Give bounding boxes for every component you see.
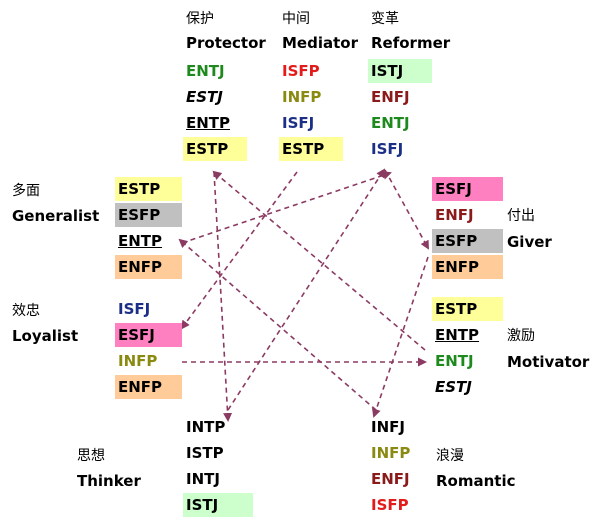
type-cell: ESFP — [115, 203, 182, 227]
thinker-en-label: Thinker — [77, 472, 141, 490]
type-cell: ENTJ — [435, 352, 474, 370]
type-cell: ISTJ — [368, 59, 432, 83]
type-cell: ISFJ — [118, 300, 151, 318]
giver-en-label: Giver — [507, 233, 552, 251]
type-cell: ESTJ — [435, 378, 472, 396]
type-cell: ESTJ — [186, 88, 223, 106]
romantic-zh-label: 浪漫 — [436, 448, 464, 464]
arrow-giver-to-romantic — [371, 256, 429, 418]
loyalist-zh-label: 效忠 — [12, 303, 40, 319]
protector-zh-label: 保护 — [186, 11, 214, 27]
arrow-thinker-to-reformer — [227, 168, 386, 411]
reformer-en-label: Reformer — [371, 34, 451, 52]
reformer-zh-label: 变革 — [371, 11, 399, 27]
type-cell: INFP — [118, 352, 158, 370]
type-cell: ESTP — [183, 137, 247, 161]
type-cell: ENFJ — [371, 88, 410, 106]
type-cell: ENTJ — [186, 62, 225, 80]
type-cell: ENTP — [435, 326, 480, 344]
type-cell: ESFP — [432, 229, 503, 253]
type-cell: ENFP — [115, 255, 182, 279]
type-cell: INTP — [186, 418, 226, 436]
arrow-generalist-to-reformer — [181, 170, 392, 244]
type-cell: INFP — [371, 444, 411, 462]
arrow-romantic-to-generalist — [178, 238, 377, 411]
arrow-reformer-to-giver — [384, 169, 429, 250]
type-cell: ISTJ — [183, 493, 253, 517]
type-cell: ESFJ — [115, 323, 182, 347]
type-cell: ENFP — [432, 255, 503, 279]
arrow-mediator-to-loyalist — [180, 171, 298, 330]
type-cell: ISTP — [186, 444, 224, 462]
thinker-zh-label: 思想 — [77, 448, 105, 464]
motivator-en-label: Motivator — [507, 353, 590, 371]
type-cell: ENTJ — [371, 114, 410, 132]
type-cell: ENTP — [118, 232, 163, 250]
mediator-en-label: Mediator — [282, 34, 358, 52]
type-cell: ENTP — [186, 114, 231, 132]
generalist-zh-label: 多面 — [12, 183, 40, 199]
mediator-zh-label: 中间 — [282, 11, 310, 27]
type-cell: ISFJ — [371, 140, 404, 158]
protector-en-label: Protector — [186, 34, 266, 52]
arrow-protector-to-thinker — [213, 171, 233, 422]
type-cell: ENFJ — [435, 206, 474, 224]
arrow-motivator-to-protector — [212, 170, 426, 351]
type-cell: INFJ — [371, 418, 405, 436]
type-cell: ISFP — [371, 496, 409, 514]
giver-zh-label: 付出 — [507, 208, 535, 224]
type-cell: ENFP — [115, 375, 182, 399]
loyalist-en-label: Loyalist — [12, 327, 79, 345]
type-cell: ESTP — [432, 297, 503, 321]
motivator-zh-label: 激励 — [507, 328, 535, 344]
type-cell: ESTP — [279, 137, 343, 161]
type-cell: ESTP — [115, 177, 182, 201]
type-cell: ISFJ — [282, 114, 315, 132]
generalist-en-label: Generalist — [12, 207, 100, 225]
type-cell: INFP — [282, 88, 322, 106]
type-cell: INTJ — [186, 470, 220, 488]
type-cell: ISFP — [282, 62, 320, 80]
type-cell: ENFJ — [371, 470, 410, 488]
romantic-en-label: Romantic — [436, 472, 516, 490]
type-cell: ESFJ — [432, 177, 503, 201]
